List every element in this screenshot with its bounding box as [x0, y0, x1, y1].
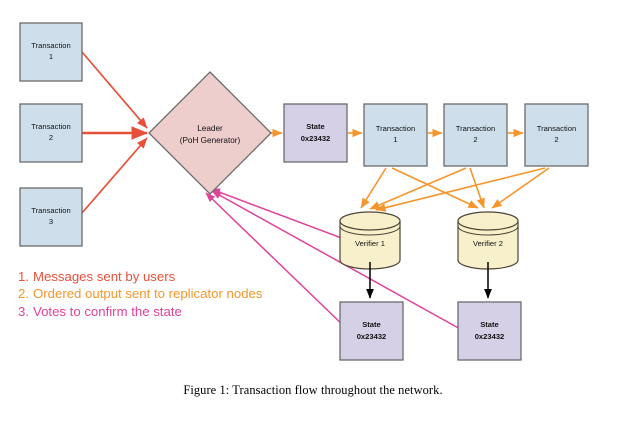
legend: 1. Messages sent by users 2. Ordered out… [18, 268, 268, 320]
messages-arrows-group [81, 51, 149, 214]
input-transaction-1-line2: 1 [49, 52, 53, 61]
leader-label-line1: Leader [197, 124, 223, 133]
arrow-ordered-transaction-1-to-verifier-2 [391, 167, 479, 209]
legend-item-messages-number: 1. [18, 269, 29, 284]
arrow-ordered-transaction-3-to-verifier-1 [375, 167, 546, 212]
input-transaction-3[interactable]: Transaction 3 [19, 187, 83, 247]
verifier-1-state-line2: 0x23432 [357, 332, 387, 341]
figure-caption: Figure 1: Transaction flow throughout th… [183, 383, 443, 397]
legend-item-ordered-output-number: 2. [18, 286, 29, 302]
input-transaction-1-line1: Transaction [31, 41, 70, 50]
ordered-transaction-2[interactable]: Transaction 2 [443, 103, 508, 167]
arrow-transaction-1-to-leader [81, 51, 148, 129]
verifier-1-label: Verifier 1 [355, 239, 385, 248]
ordered-transaction-3[interactable]: Transaction 2 [524, 103, 589, 167]
arrow-ordered-transaction-2-to-verifier-2 [469, 167, 485, 209]
legend-item-votes: 3. Votes to confirm the state [18, 303, 268, 320]
verifier-1-state-node[interactable]: State 0x23432 [339, 301, 404, 361]
leader-node[interactable]: Leader (PoH Generator) [148, 71, 272, 195]
leader-state-line2: 0x23432 [301, 134, 331, 143]
arrow-verifier-2-state-to-leader [211, 190, 463, 331]
arrow-ordered-transaction-2-to-verifier-1 [369, 167, 467, 210]
verifier-2-state-node[interactable]: State 0x23432 [457, 301, 522, 361]
verifier-2-state-line2: 0x23432 [475, 332, 505, 341]
legend-item-messages: 1. Messages sent by users [18, 268, 268, 285]
verifier-2-node[interactable]: Verifier 2 [457, 211, 519, 270]
verifier-1-state-line1: State [362, 320, 381, 329]
verifier-2-state-line1: State [480, 320, 499, 329]
arrow-verifier-1-state-to-leader [205, 192, 349, 331]
arrow-ordered-transaction-3-to-verifier-2 [491, 167, 550, 209]
legend-item-votes-number: 3. [18, 303, 29, 319]
ordered-transaction-3-line1: Transaction [537, 124, 576, 133]
ordered-transaction-1-line2: 1 [393, 135, 397, 144]
legend-item-ordered-output: 2. Ordered output sent to replicator nod… [18, 285, 268, 302]
input-transaction-2-line2: 2 [49, 133, 53, 142]
leader-state-node[interactable]: State 0x23432 [283, 103, 348, 163]
input-transaction-2-line1: Transaction [31, 122, 70, 131]
verifier-2-label: Verifier 2 [473, 239, 503, 248]
legend-item-messages-label: Messages sent by users [33, 269, 176, 284]
arrow-transaction-3-to-leader [81, 137, 148, 214]
leader-label-line2: (PoH Generator) [180, 136, 241, 145]
arrow-ordered-transaction-1-to-verifier-1 [360, 167, 387, 209]
input-transaction-3-line2: 3 [49, 217, 53, 226]
ordered-transaction-1[interactable]: Transaction 1 [363, 103, 428, 167]
replication-arrows-group [360, 167, 550, 212]
legend-item-votes-label: Votes to confirm the state [33, 303, 182, 319]
ordered-transaction-1-line1: Transaction [376, 124, 415, 133]
commit-arrows-group [366, 262, 492, 299]
input-transaction-3-line1: Transaction [31, 206, 70, 215]
ordered-transaction-2-line1: Transaction [456, 124, 495, 133]
verifier-1-node[interactable]: Verifier 1 [339, 211, 401, 270]
ordered-transaction-3-line2: 2 [554, 135, 558, 144]
legend-item-ordered-output-label: Ordered output sent to replicator nodes [33, 286, 263, 302]
input-transaction-2[interactable]: Transaction 2 [19, 103, 83, 163]
input-transaction-1[interactable]: Transaction 1 [19, 22, 83, 82]
ordered-transaction-2-line2: 2 [473, 135, 477, 144]
leader-state-line1: State [306, 122, 325, 131]
